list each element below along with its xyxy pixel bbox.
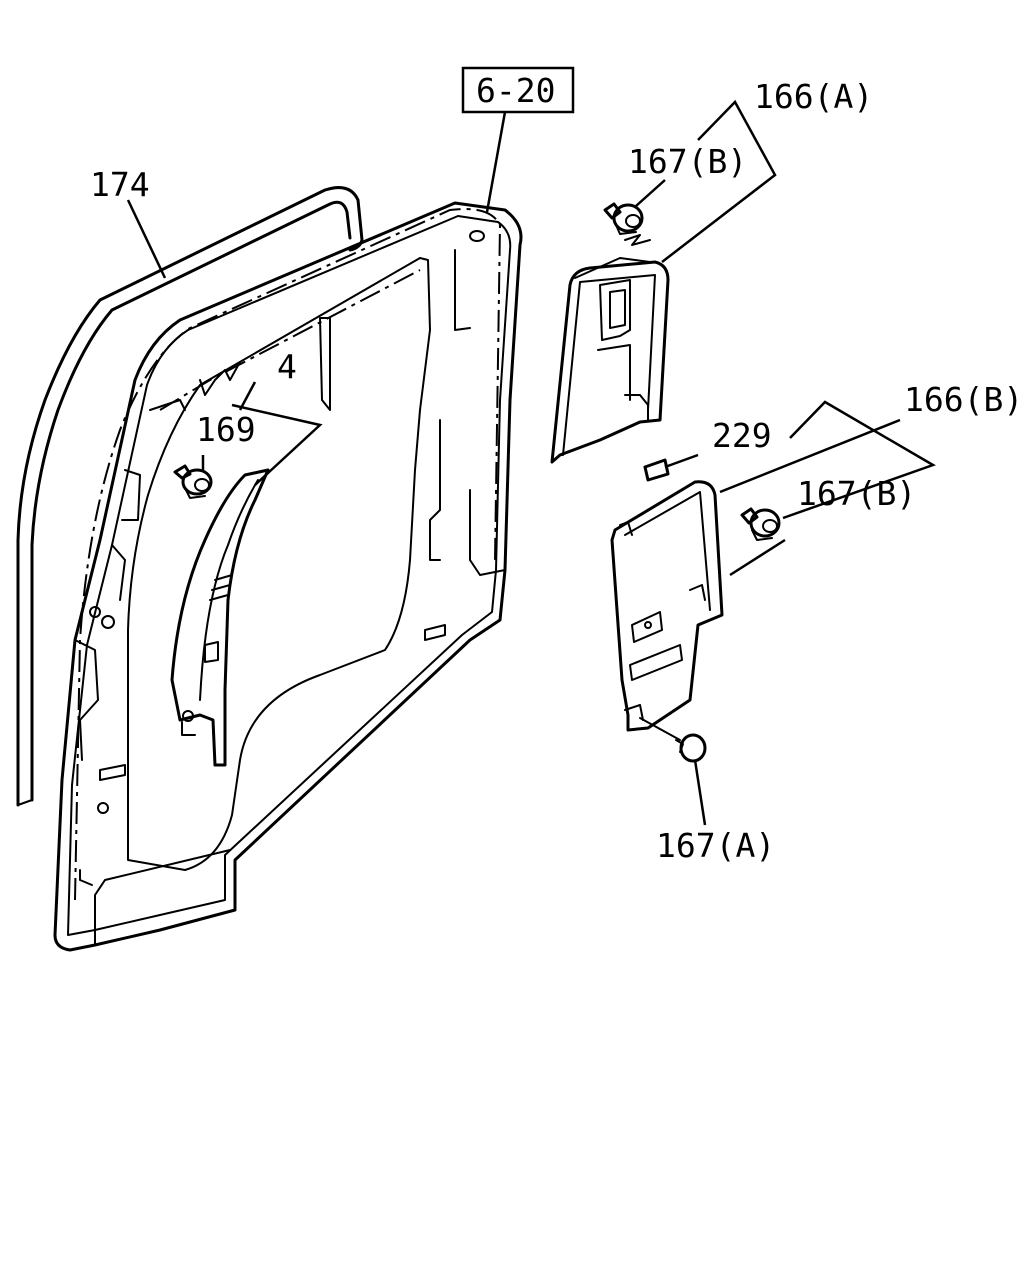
clip-167b-top (603, 202, 651, 246)
callout-4: 4 (277, 347, 297, 386)
callout-167b-mid: 167(B) (797, 474, 916, 513)
pillar-trim-strip (170, 468, 270, 767)
callout-166b: 166(B) (904, 380, 1023, 419)
callout-169: 169 (196, 410, 256, 449)
reference-box (461, 66, 575, 114)
leader-lines (126, 99, 936, 826)
callout-229: 229 (712, 416, 772, 455)
callout-167b-top: 167(B) (628, 142, 747, 181)
callout-ref-box: 6-20 (476, 71, 555, 110)
clip-229 (643, 458, 670, 482)
lower-trim-panel-166b (610, 480, 724, 732)
door-inner-panel (53, 201, 523, 952)
callout-167a: 167(A) (656, 826, 775, 865)
clip-167b-mid (740, 507, 781, 541)
upper-trim-panel-166a (550, 257, 670, 464)
callout-174: 174 (90, 165, 150, 204)
callout-166a: 166(A) (754, 77, 873, 116)
push-rivet-167a (639, 717, 707, 763)
clip-169 (173, 464, 213, 499)
